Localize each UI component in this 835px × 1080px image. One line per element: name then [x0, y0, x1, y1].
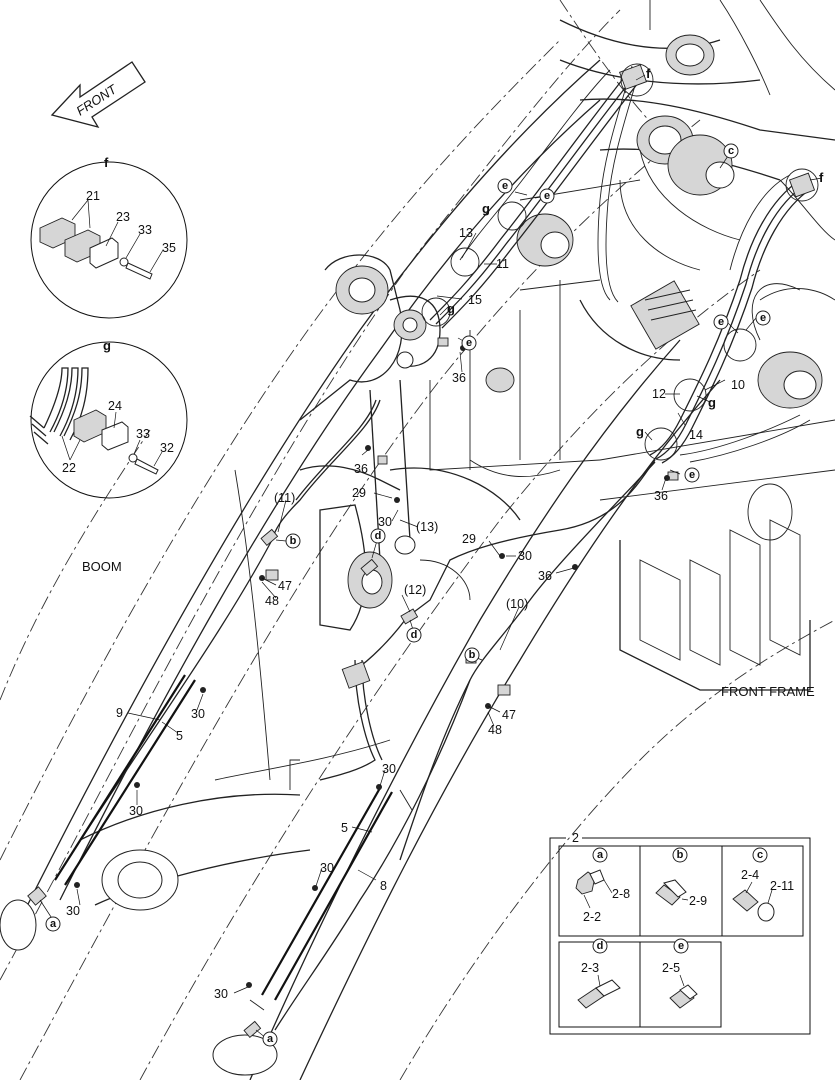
clamp-rings	[421, 63, 819, 461]
callout-47-b: 47	[502, 708, 516, 722]
legend-e-part-1: 2-5	[662, 961, 680, 975]
callout-e-1: e	[502, 180, 508, 192]
hose-bundle-upper	[429, 65, 643, 329]
callout-a-1: a	[50, 918, 57, 930]
callout-14: 14	[689, 428, 703, 442]
callout-e-6: e	[689, 469, 695, 481]
callout-c: c	[728, 145, 734, 157]
callout-36-c: 36	[354, 462, 368, 476]
callout-30-f: 30	[320, 861, 334, 875]
callout-b-1: b	[290, 535, 297, 547]
callout-12-paren: (12)	[404, 583, 426, 597]
front-frame	[429, 280, 835, 691]
callout-5-b: 5	[341, 821, 348, 835]
callout-48-a: 48	[265, 594, 279, 608]
legend-c-part-2: 2-11	[770, 879, 794, 893]
callout-g-4: g	[636, 424, 644, 439]
callout-b-2: b	[469, 649, 476, 661]
callout-13-paren: (13)	[416, 520, 438, 534]
legend-b-part-1: 2-9	[689, 894, 707, 908]
callout-11: 11	[496, 257, 509, 271]
front-frame-label: FRONT FRAME	[721, 684, 815, 699]
callout-48-b: 48	[488, 723, 502, 737]
callout-e-2: e	[544, 190, 550, 202]
bell-crank	[299, 254, 561, 631]
callout-10: 10	[731, 378, 745, 392]
callout-d-2: d	[411, 629, 418, 641]
callout-f-right: f	[819, 170, 824, 185]
front-direction-arrow: FRONT	[50, 61, 146, 129]
detail-f-part-3: 33	[138, 223, 152, 237]
callout-e-5: e	[760, 312, 766, 324]
callout-30-g: 30	[66, 904, 80, 918]
legend-b-letter: b	[677, 849, 684, 861]
legend-a-part-1: 2-8	[612, 887, 630, 901]
detail-g: g 22 24 33 32	[29, 338, 188, 499]
detail-f-part-1: 21	[86, 189, 100, 203]
callout-5-a: 5	[176, 729, 183, 743]
callout-47-a: 47	[278, 579, 292, 593]
legend-e-letter: e	[678, 940, 684, 952]
detail-f: f 21 23 33 35	[30, 155, 188, 319]
callout-9: 9	[116, 706, 123, 720]
detail-g-part-4: 32	[160, 441, 174, 455]
boom-label: BOOM	[82, 559, 122, 574]
callout-g-2: g	[447, 301, 455, 316]
callout-11-paren: (11)	[274, 491, 295, 505]
detail-f-letter: f	[104, 155, 109, 170]
callout-30-h: 30	[214, 987, 228, 1001]
legend-c-letter: c	[757, 849, 763, 861]
callout-36-d: 36	[538, 569, 552, 583]
lift-arm-top	[516, 0, 835, 409]
legend-a-letter: a	[597, 849, 604, 861]
fittings-legend: 2 a 2-8 2-2 b 2-9 c 2-4 2-11 d	[549, 831, 811, 1035]
legend-d-letter: d	[597, 940, 604, 952]
callout-12: 12	[652, 387, 666, 401]
tube-brackets	[54, 674, 413, 1011]
callout-36-a: 36	[452, 371, 466, 385]
callout-d-1: d	[375, 530, 382, 542]
callout-29-a: 29	[352, 486, 366, 500]
callout-10-paren: (10)	[506, 597, 528, 611]
callout-g-1: g	[482, 201, 490, 216]
callout-30-b: 30	[518, 549, 532, 563]
callout-a-2: a	[267, 1033, 274, 1045]
detail-g-letter: g	[103, 338, 111, 353]
callout-30-d: 30	[129, 804, 143, 818]
callout-g-3: g	[708, 395, 716, 410]
detail-g-part-3: 33	[136, 427, 150, 441]
detail-g-part-1: 24	[108, 399, 122, 413]
callout-13: 13	[459, 226, 473, 240]
legend-number: 2	[572, 831, 579, 845]
callout-15: 15	[468, 293, 482, 307]
detail-f-part-2: 23	[116, 210, 130, 224]
callout-8: 8	[380, 879, 387, 893]
legend-c-part-1: 2-4	[741, 868, 759, 882]
callout-30-e: 30	[382, 762, 396, 776]
callout-29-b: 29	[462, 532, 476, 546]
callout-36-b: 36	[654, 489, 668, 503]
legend-a-part-2: 2-2	[583, 910, 601, 924]
detail-g-part-2: 22	[62, 461, 76, 475]
callout-f-top: f	[646, 66, 651, 81]
boom-structure	[0, 59, 721, 1080]
detail-f-part-4: 35	[162, 241, 176, 255]
callout-e-4: e	[718, 316, 724, 328]
legend-d-part-1: 2-3	[581, 961, 599, 975]
callout-30-c: 30	[191, 707, 205, 721]
callout-e-3: e	[466, 337, 472, 349]
callout-30-a: 30	[378, 515, 392, 529]
callout-layer: f f c e e g 13 11 15 g e 36 e e 10 12 g …	[39, 66, 824, 1047]
